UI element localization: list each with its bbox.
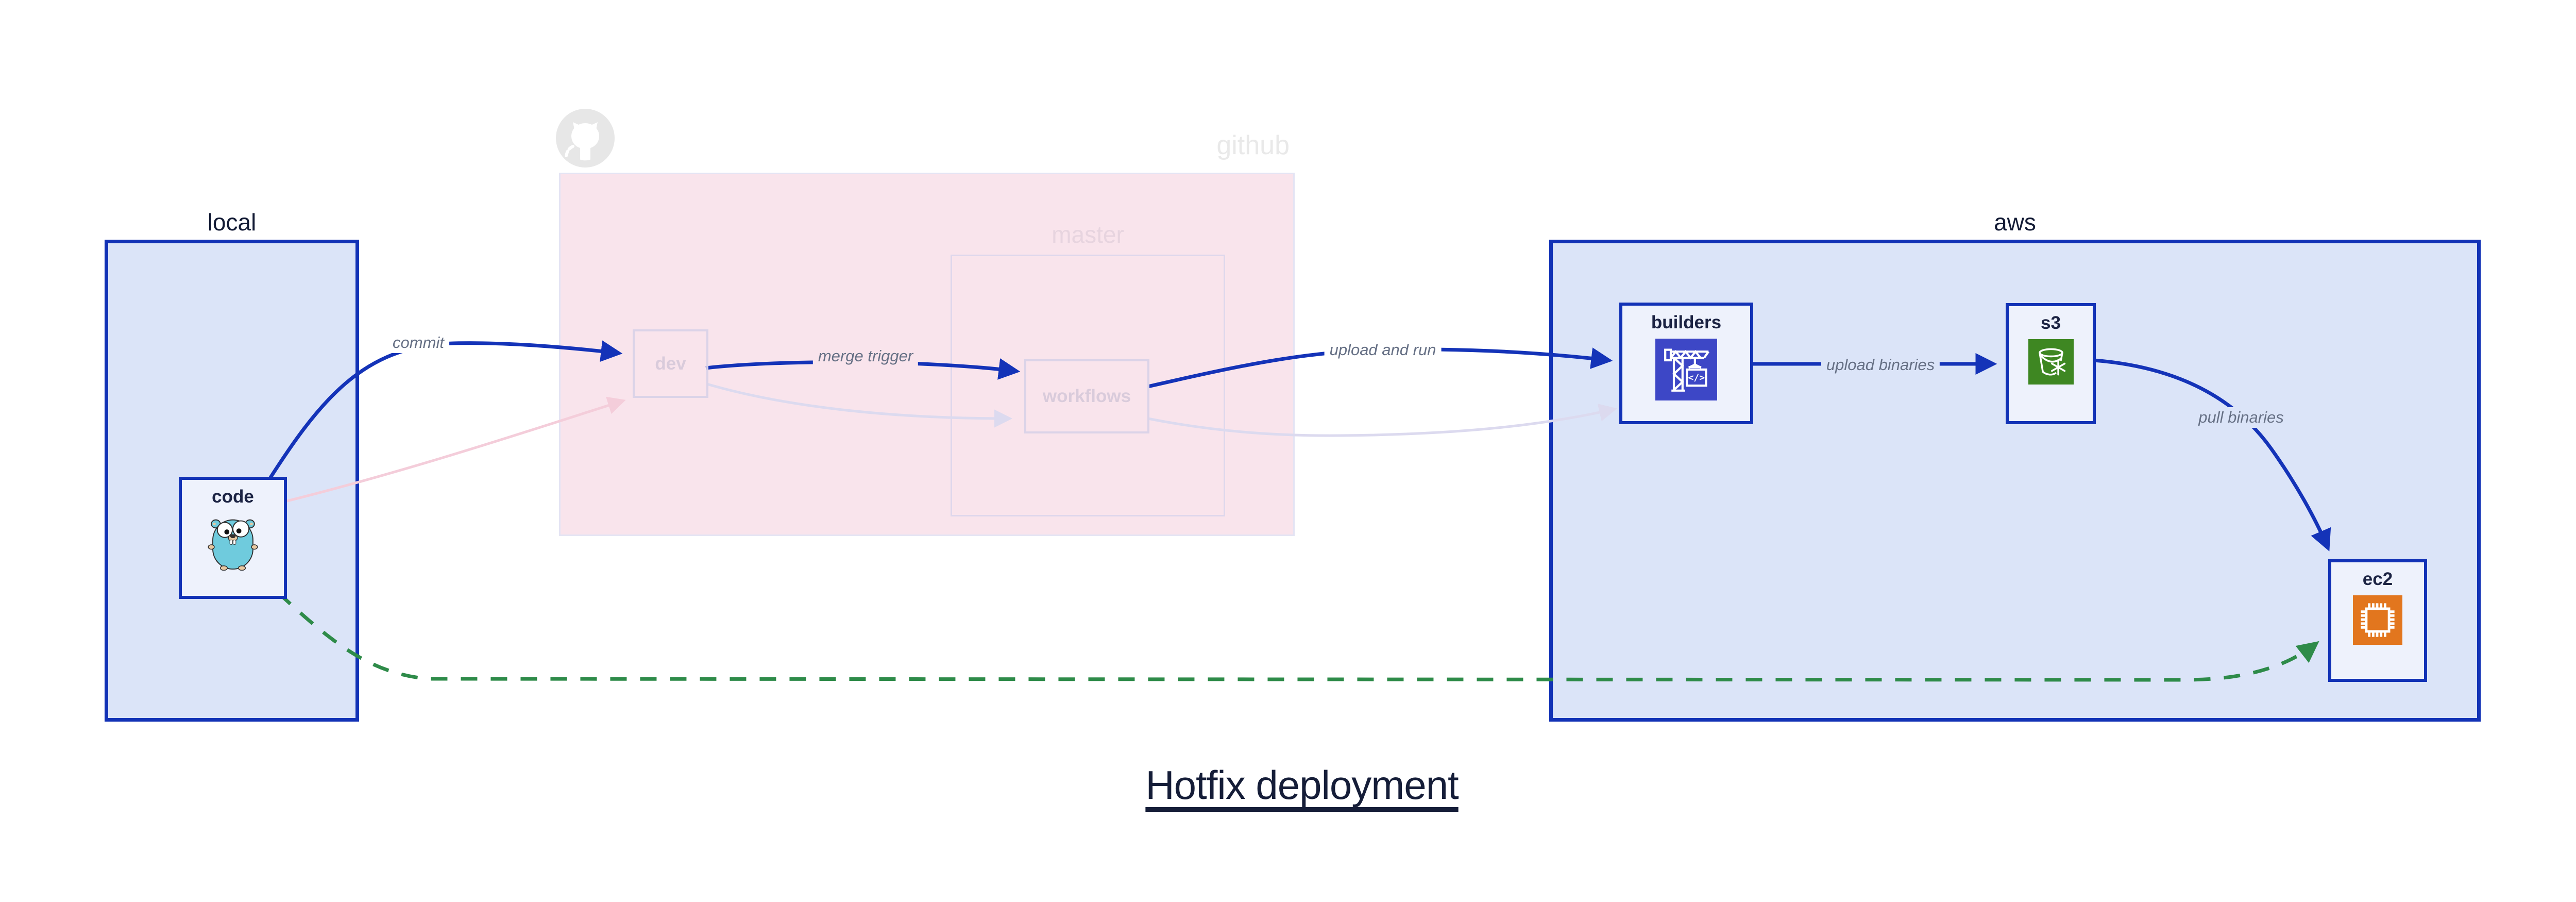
node-s3-label: s3	[2041, 313, 2061, 333]
codebuild-crane-icon: </>	[1655, 339, 1717, 400]
github-octocat-icon	[556, 109, 615, 168]
node-dev: dev	[633, 329, 708, 398]
edge-label-pull-binaries: pull binaries	[2193, 407, 2289, 428]
diagram-title: Hotfix deployment	[1145, 762, 1459, 808]
ec2-chip-icon	[2353, 595, 2402, 645]
node-s3: s3	[2006, 303, 2096, 424]
edge-hotfix-dashed	[277, 591, 2319, 682]
region-aws-label: aws	[1994, 209, 2036, 236]
edge-label-merge-trigger: merge trigger	[812, 346, 919, 366]
region-github-label: github	[1216, 130, 1290, 160]
faded-edge-workflows-builders	[1147, 404, 1617, 437]
region-github	[559, 173, 1295, 536]
edge-label-upload-binaries: upload binaries	[1821, 355, 1940, 375]
faded-edge-dev-workflows	[706, 382, 1012, 428]
region-master-label: master	[1052, 221, 1124, 248]
node-code: code	[179, 477, 287, 599]
node-code-label: code	[212, 487, 254, 507]
edge-label-upload-and-run: upload and run	[1324, 340, 1442, 360]
node-workflows: workflows	[1024, 359, 1149, 433]
node-builders-label: builders	[1651, 312, 1722, 332]
node-dev-label: dev	[655, 353, 686, 374]
edge-pull-binaries	[2093, 358, 2331, 552]
region-master	[951, 255, 1225, 516]
node-workflows-label: workflows	[1042, 386, 1131, 406]
node-ec2: ec2	[2328, 559, 2427, 682]
node-ec2-label: ec2	[2362, 569, 2393, 589]
region-local-label: local	[207, 209, 257, 236]
edge-label-commit: commit	[387, 332, 449, 353]
codebuild-icon-code-glyph: </>	[1688, 373, 1705, 383]
s3-glacier-bucket-icon	[2028, 339, 2074, 385]
node-builders: builders </>	[1619, 303, 1753, 424]
edge-commit	[261, 340, 623, 491]
go-gopher-icon	[208, 519, 258, 571]
faded-edge-code-dev	[280, 396, 626, 504]
